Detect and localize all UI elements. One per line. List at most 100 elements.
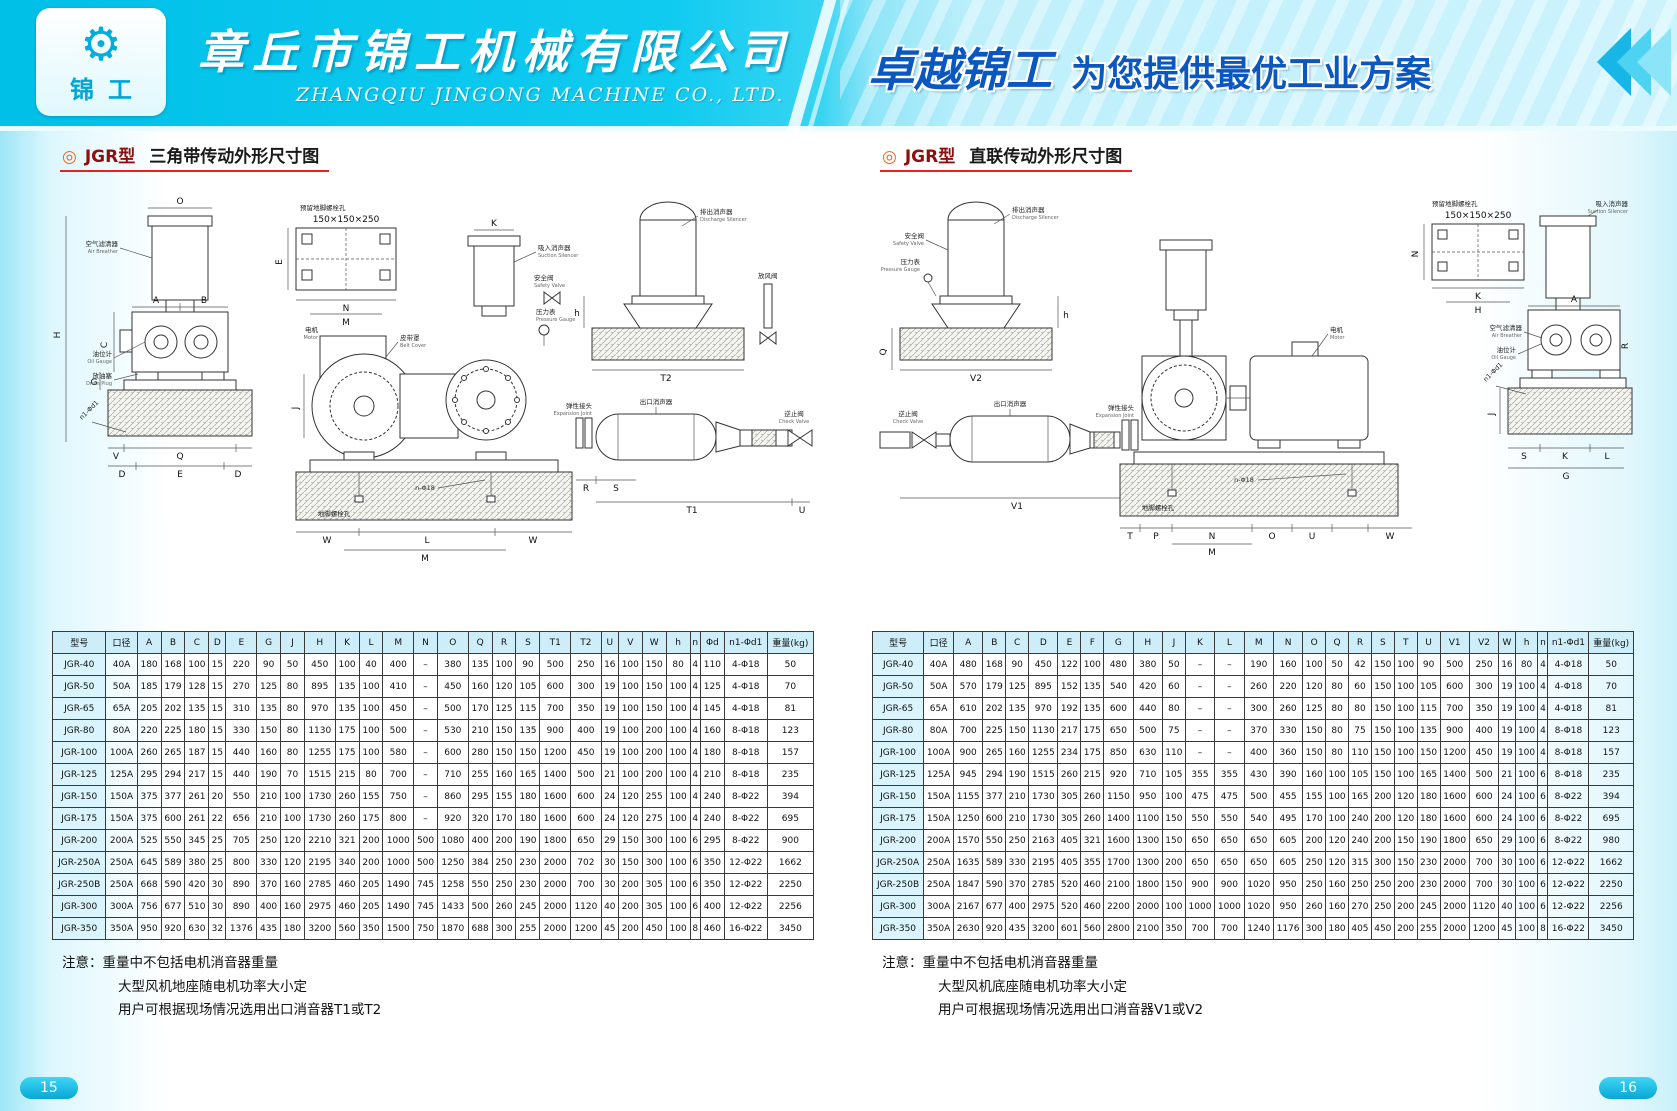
value-cell: 294 [160,763,186,786]
value-cell: 310 [225,697,258,720]
value-cell: 390 [1272,763,1304,786]
value-cell: 205 [358,873,384,896]
value-cell: 1570 [953,829,984,852]
column-header: S [1370,631,1395,654]
model-cell: JGR-65 [871,697,925,720]
value-cell: 4-Φ18 [1547,675,1590,698]
value-cell: 100 [1514,741,1539,764]
value-cell: 105 [515,675,541,698]
value-cell: 150 [1370,719,1395,742]
svg-text:Motor: Motor [304,335,319,341]
value-cell: 180 [1416,807,1441,830]
value-cell: 970 [1028,697,1059,720]
value-cell: 375 [136,785,162,808]
value-cell: 30 [1498,873,1516,896]
value-cell: 200 [641,763,667,786]
value-cell: 260 [1080,785,1105,808]
value-cell: 200 [358,851,384,874]
value-cell: 80 [1325,741,1350,764]
value-cell: 1847 [953,873,984,896]
column-header: h [1514,631,1539,654]
value-cell: 1255 [303,741,336,764]
value-cell: 250 [1370,895,1395,918]
value-cell: 180 [1416,785,1441,808]
value-cell: 12-Φ22 [723,895,768,918]
value-cell: 2256 [1588,895,1634,918]
column-header: V [617,631,643,654]
value-cell: 920 [437,807,469,830]
svg-text:h: h [574,309,580,319]
value-cell: 270 [1348,895,1372,918]
value-cell: 600 [570,807,602,830]
value-cell: 135 [467,653,493,676]
value-cell: 160 [467,675,493,698]
svg-text:Pressure Gauge: Pressure Gauge [881,267,920,273]
value-cell: 80 [280,741,305,764]
content-area: ◎JGR型三角带传动外形尺寸图 H O A [0,132,1634,1023]
column-header: Q [467,631,493,654]
value-cell: 1020 [1243,873,1274,896]
value-cell: 160 [491,763,517,786]
svg-text:G: G [91,378,98,388]
value-cell: 150 [1393,851,1418,874]
value-cell: 1258 [437,873,469,896]
model-cell: JGR-250B [871,873,925,896]
value-cell: 100 [1514,719,1539,742]
value-cell: 8-Φ18 [1547,741,1590,764]
column-header: B [160,631,186,654]
value-cell: 16-Φ22 [1547,917,1590,940]
svg-text:Discharge Silencer: Discharge Silencer [1012,215,1060,221]
value-cell: 355 [1184,763,1216,786]
value-cell: 405 [1057,829,1082,852]
svg-text:E: E [275,259,285,265]
value-cell: 179 [982,675,1007,698]
value-cell: 123 [766,719,815,742]
value-cell: 90 [1005,653,1030,676]
value-cell: 950 [136,917,162,940]
value-cell: 600 [1468,785,1500,808]
value-cell: 135 [1080,675,1105,698]
value-cell: 1730 [1028,807,1059,830]
value-cell: 590 [982,873,1007,896]
value-cell: 450 [570,741,602,764]
value-cell: 12-Φ22 [1547,873,1590,896]
value-cell: 170 [1302,807,1327,830]
value-cell: 19 [600,719,619,742]
value-cell: 160 [256,741,282,764]
value-cell: 550 [467,873,493,896]
value-cell: 6 [689,895,701,918]
value-cell: 300 [1243,697,1274,720]
value-cell: 400 [1005,895,1030,918]
value-cell: 157 [766,741,815,764]
value-cell: 950 [1272,895,1304,918]
value-cell: 305 [641,873,667,896]
value-cell: 4 [689,785,701,808]
value-cell: 1600 [539,807,572,830]
value-cell: 305 [641,895,667,918]
value-cell: 2167 [953,895,984,918]
value-cell: 589 [160,851,186,874]
value-cell: 100 [1393,719,1418,742]
value-cell: 200 [1302,829,1327,852]
value-cell: 179 [160,675,186,698]
value-cell: 600 [1439,675,1470,698]
column-header: Φd [699,631,725,654]
value-cell: 250 [1468,653,1500,676]
value-cell: 135 [1416,719,1441,742]
value-cell: 135 [184,697,210,720]
value-cell: 16 [600,653,619,676]
value-cell: 32 [208,917,227,940]
logo-characters: 锦工 [70,75,146,104]
value-cell: 460 [1080,895,1105,918]
value-cell: 100 [665,873,691,896]
value-cell: 688 [467,917,493,940]
value-cell: 6 [1537,829,1549,852]
value-cell: 230 [515,851,541,874]
value-cell: 330 [1005,851,1030,874]
value-cell: 8-Φ22 [723,807,768,830]
column-header: T2 [570,631,602,654]
value-cell: 200 [617,895,643,918]
